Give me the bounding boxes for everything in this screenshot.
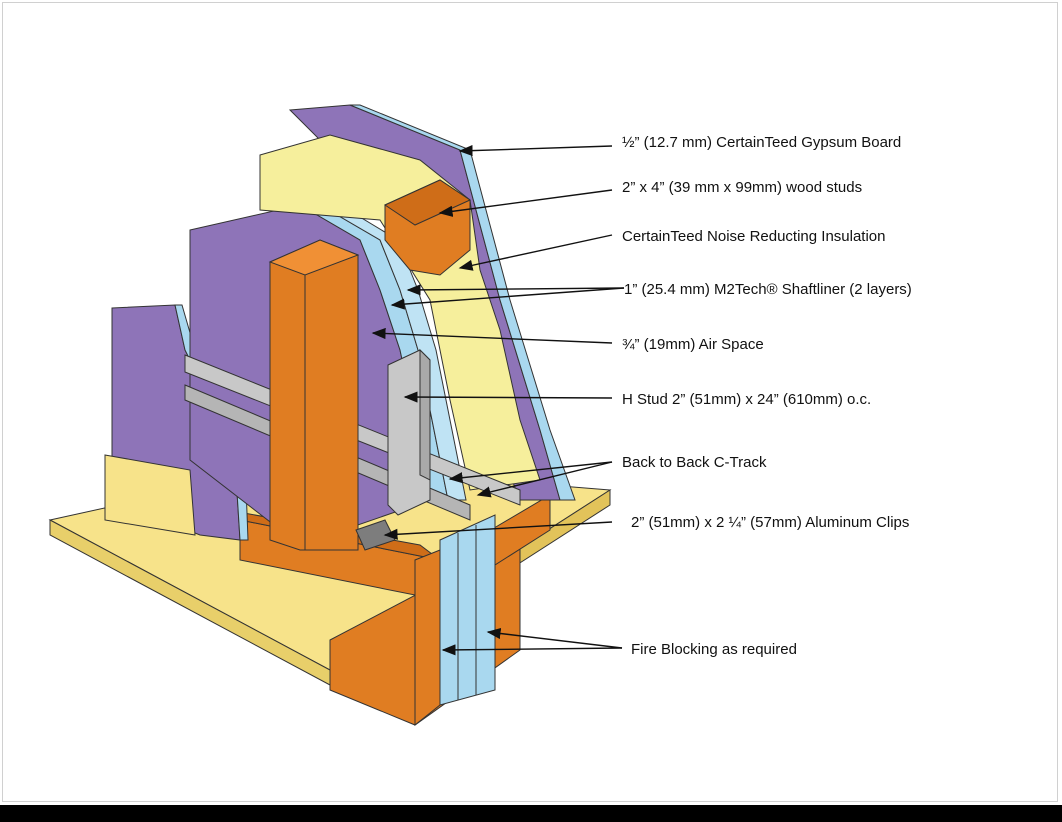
label-insulation: CertainTeed Noise Reducting Insulation	[622, 228, 886, 245]
front-wood-stud-top	[268, 239, 360, 276]
label-wood-studs: 2” x 4” (39 mm x 99mm) wood studs	[622, 179, 862, 196]
label-fire-blocking: Fire Blocking as required	[631, 641, 797, 658]
label-h-stud: H Stud 2” (51mm) x 24” (610mm) o.c.	[622, 391, 871, 408]
label-shaftliner: 1” (25.4 mm) M2Tech® Shaftliner (2 layer…	[624, 281, 912, 298]
back-gypsum-face	[349, 104, 576, 501]
bottom-black-bar	[0, 805, 1062, 822]
baseboard	[104, 454, 196, 536]
h-stud-flange	[419, 348, 431, 481]
aluminum-clip	[355, 519, 396, 551]
label-gypsum-board: ½” (12.7 mm) CertainTeed Gypsum Board	[622, 134, 901, 151]
slide-frame	[2, 2, 1058, 802]
fire-blocking	[414, 549, 441, 727]
label-aluminum-clips: 2” (51mm) x 2 ¼” (57mm) Aluminum Clips	[631, 514, 909, 531]
label-air-space: ¾” (19mm) Air Space	[622, 336, 764, 353]
label-c-track: Back to Back C-Track	[622, 454, 767, 471]
front-wood-stud	[269, 239, 359, 551]
back-wood-stud-top	[383, 179, 472, 226]
callout-arrows	[371, 144, 625, 656]
shaftliner-through-floor	[439, 514, 496, 706]
